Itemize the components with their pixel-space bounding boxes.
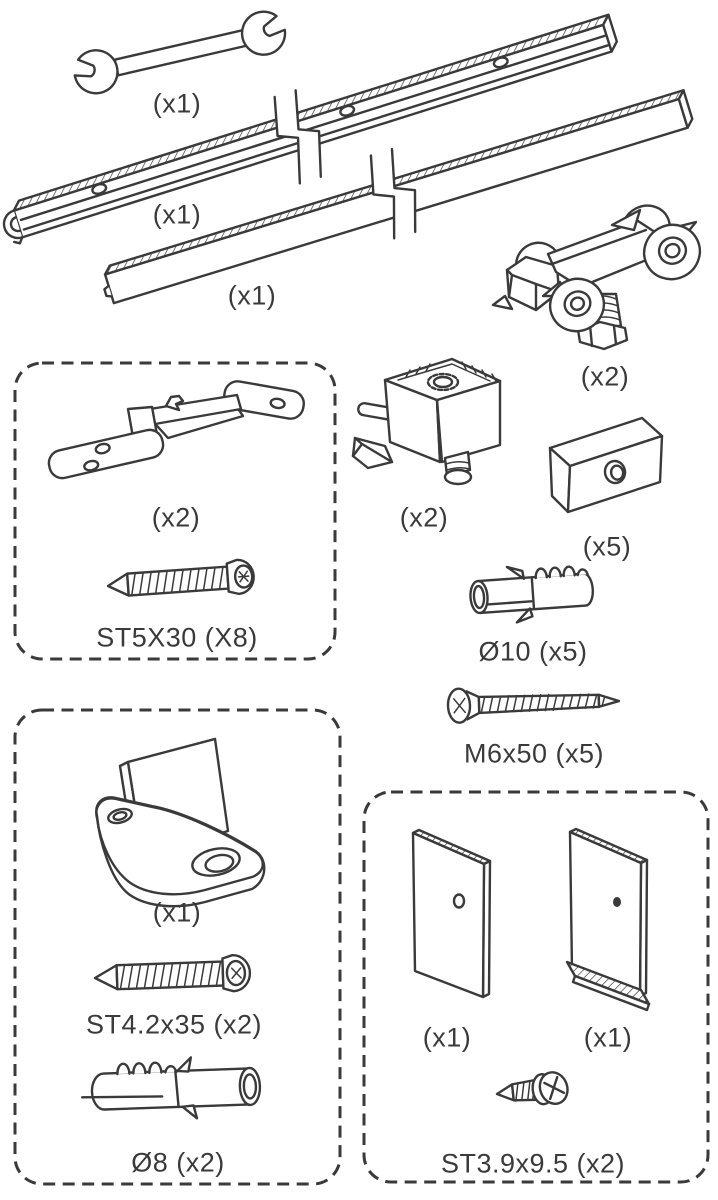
hanger-block-drawing (351, 357, 502, 486)
plate-right-drawing (565, 827, 651, 1012)
bottom-track-count-label: (x1) (227, 280, 277, 311)
kit-box-plates (362, 790, 710, 1184)
bracket-count-label: (x2) (151, 502, 201, 533)
m6x50-screw-label: M6x50 (x5) (463, 738, 605, 769)
bracket-screw-label: ST5X30 (X8) (96, 622, 258, 653)
anchor-8-drawing (80, 1056, 262, 1120)
top-track-drawing (2, 13, 619, 245)
st42x35-screw-drawing (93, 953, 252, 993)
kit-box-bracket (13, 361, 337, 661)
plate-left-count-label: (x1) (422, 1022, 472, 1053)
st5x30-screw-drawing (106, 558, 255, 597)
spacer-block-count-label: (x5) (582, 531, 632, 562)
kit-box-floor-guide (13, 708, 342, 1186)
spacer-block-drawing (548, 416, 664, 514)
plate-right-count-label: (x1) (583, 1022, 633, 1053)
roller-count-label: (x2) (580, 361, 630, 392)
floor-guide-drawing (95, 737, 266, 908)
guide-screw-label: ST4.2x35 (x2) (85, 1009, 263, 1040)
anchor-10-drawing (469, 565, 594, 624)
hanger-block-count-label: (x2) (399, 502, 449, 533)
bottom-track-drawing (103, 89, 694, 305)
anchor-8-label: Ø8 (x2) (131, 1147, 225, 1178)
anchor-10-label: Ø10 (x5) (478, 636, 588, 667)
top-track-count-label: (x1) (152, 199, 202, 230)
wrench-drawing (73, 10, 287, 95)
plate-left-drawing (411, 828, 492, 999)
plate-screw-label: ST3.9x9.5 (x2) (440, 1148, 626, 1179)
ceiling-bracket-drawing (47, 380, 305, 480)
wrench-count-label: (x1) (152, 88, 202, 119)
floor-guide-count-label: (x1) (152, 897, 202, 928)
roller-drawing (491, 204, 702, 351)
m6x50-screw-drawing (446, 687, 621, 724)
st39x95-screw-drawing (495, 1071, 569, 1106)
